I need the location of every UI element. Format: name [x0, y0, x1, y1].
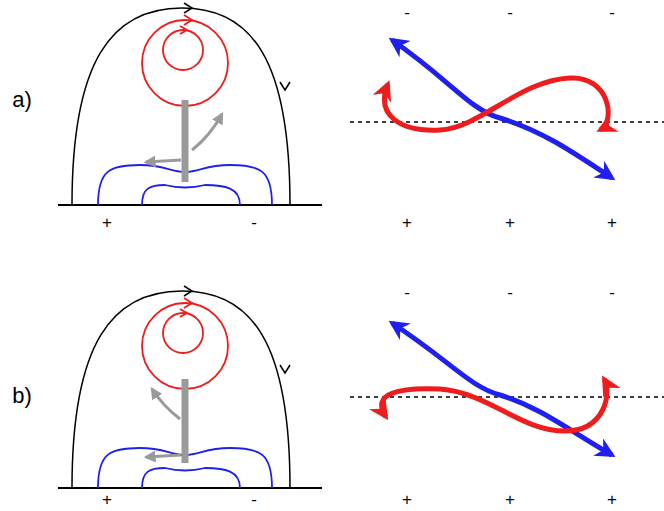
charge-sign: - — [404, 284, 410, 301]
panel-label: b) — [12, 385, 32, 407]
charge-sign: + — [607, 214, 617, 231]
panel-b — [58, 286, 664, 488]
charge-sign: + — [607, 491, 617, 508]
charge-sign: - — [609, 4, 615, 21]
charge-sign: - — [404, 4, 410, 21]
panel-label: a) — [12, 89, 32, 111]
charge-sign: - — [609, 284, 615, 301]
charge-sign: - — [507, 4, 513, 21]
charge-sign: + — [402, 491, 412, 508]
panel-a — [58, 3, 664, 205]
charge-sign: - — [251, 214, 257, 231]
charge-sign: - — [507, 284, 513, 301]
charge-sign: + — [505, 491, 515, 508]
charge-sign: + — [102, 214, 112, 231]
charge-sign: + — [505, 214, 515, 231]
charge-sign: - — [251, 491, 257, 508]
charge-sign: + — [402, 214, 412, 231]
charge-sign: + — [102, 491, 112, 508]
